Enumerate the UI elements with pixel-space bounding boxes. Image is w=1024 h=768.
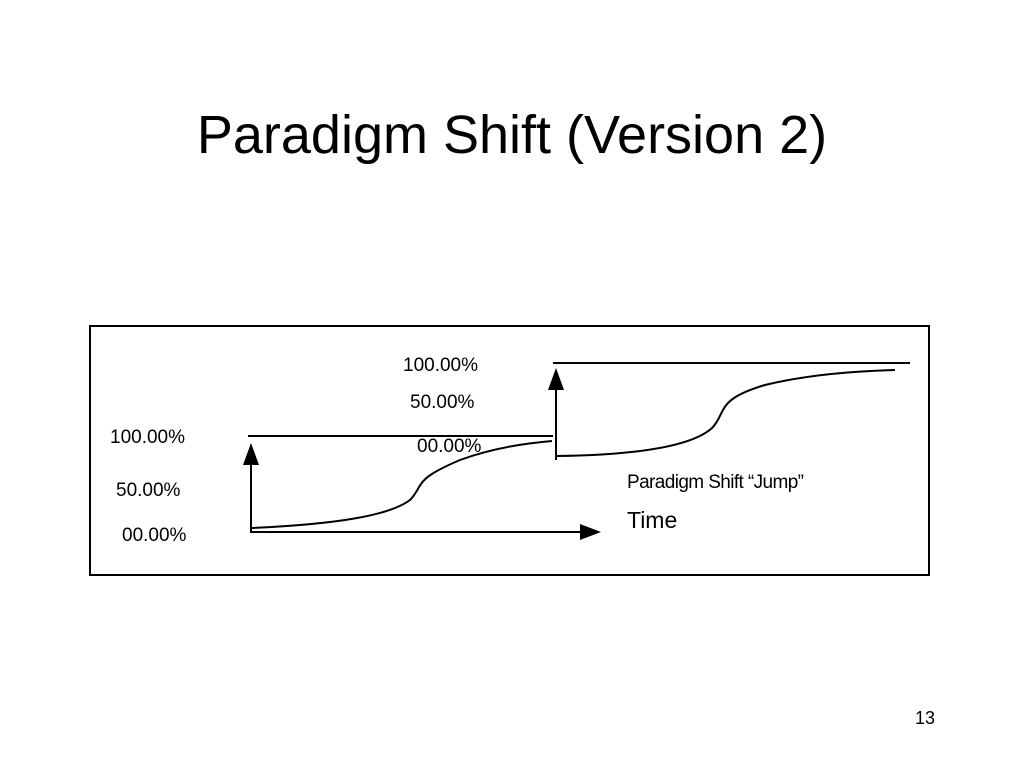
curve1-vertical-arrowhead (243, 443, 259, 465)
curve1-label-50: 50.00% (116, 480, 181, 501)
curve2-label-50: 50.00% (410, 392, 475, 413)
slide-number: 13 (914, 708, 936, 728)
jump-label: Paradigm Shift “Jump” (627, 472, 804, 493)
curve1-s-curve (251, 440, 553, 529)
curve2-label-100: 100.00% (403, 355, 478, 376)
curve2-s-curve (556, 369, 896, 457)
curve2-vertical-arrowhead (548, 368, 564, 390)
time-label: Time (627, 507, 677, 533)
diagram-border (89, 325, 930, 576)
curve1-label-100: 100.00% (110, 427, 185, 448)
curve1-label-0: 00.00% (122, 525, 187, 546)
slide-title: Paradigm Shift (Version 2) (196, 105, 828, 165)
time-axis-arrowhead (580, 524, 601, 540)
curve2-label-0: 00.00% (417, 436, 482, 457)
